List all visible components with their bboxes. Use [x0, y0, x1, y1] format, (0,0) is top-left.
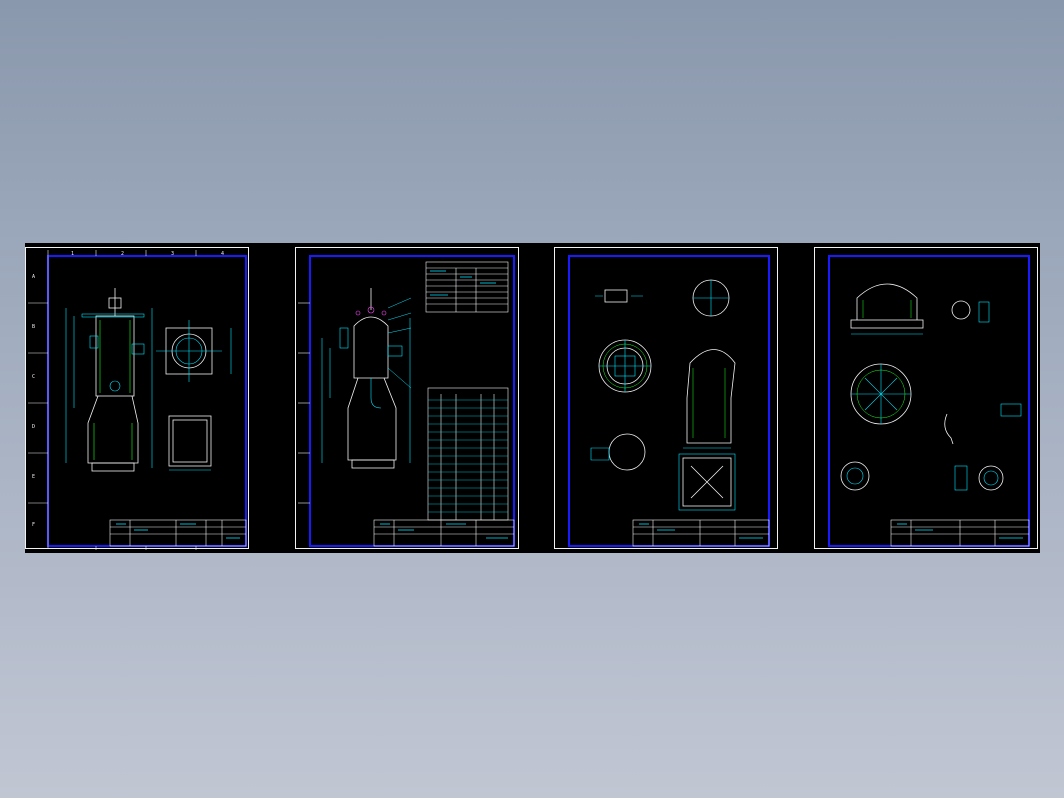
vessel-assembly	[347, 288, 397, 469]
row-label: C	[32, 374, 35, 380]
row-label: A	[32, 274, 35, 280]
section-view	[168, 415, 212, 467]
row-label: F	[32, 522, 35, 528]
drawing-sheet-4[interactable]	[814, 247, 1038, 549]
title-block	[109, 519, 247, 547]
title-block	[632, 519, 770, 547]
title-block	[373, 519, 515, 547]
technical-data-table	[425, 261, 509, 313]
col-label: 2	[121, 251, 124, 257]
col-label: 4	[221, 251, 224, 257]
col-label: 3	[171, 251, 174, 257]
sheet-2-drawing	[298, 255, 515, 547]
sheet-3-drawing	[568, 255, 770, 547]
inner-frame	[47, 255, 247, 547]
sheet-4-drawing	[828, 255, 1030, 547]
drawing-sheet-3[interactable]	[554, 247, 778, 549]
col-label: 1	[71, 251, 74, 257]
title-block	[890, 519, 1030, 547]
row-label: D	[32, 424, 35, 430]
drawing-viewport: A B C D E F 1 2 3 4	[25, 243, 1040, 553]
parts-list-table	[427, 387, 509, 521]
vessel-elevation	[87, 288, 139, 472]
drawing-sheet-2[interactable]	[295, 247, 519, 549]
drawing-sheet-1[interactable]: A B C D E F 1 2 3 4	[25, 247, 249, 550]
sheet-1-drawing: A B C D E F 1 2 3 4	[28, 250, 247, 550]
row-label: B	[32, 324, 35, 330]
row-label: E	[32, 474, 35, 480]
